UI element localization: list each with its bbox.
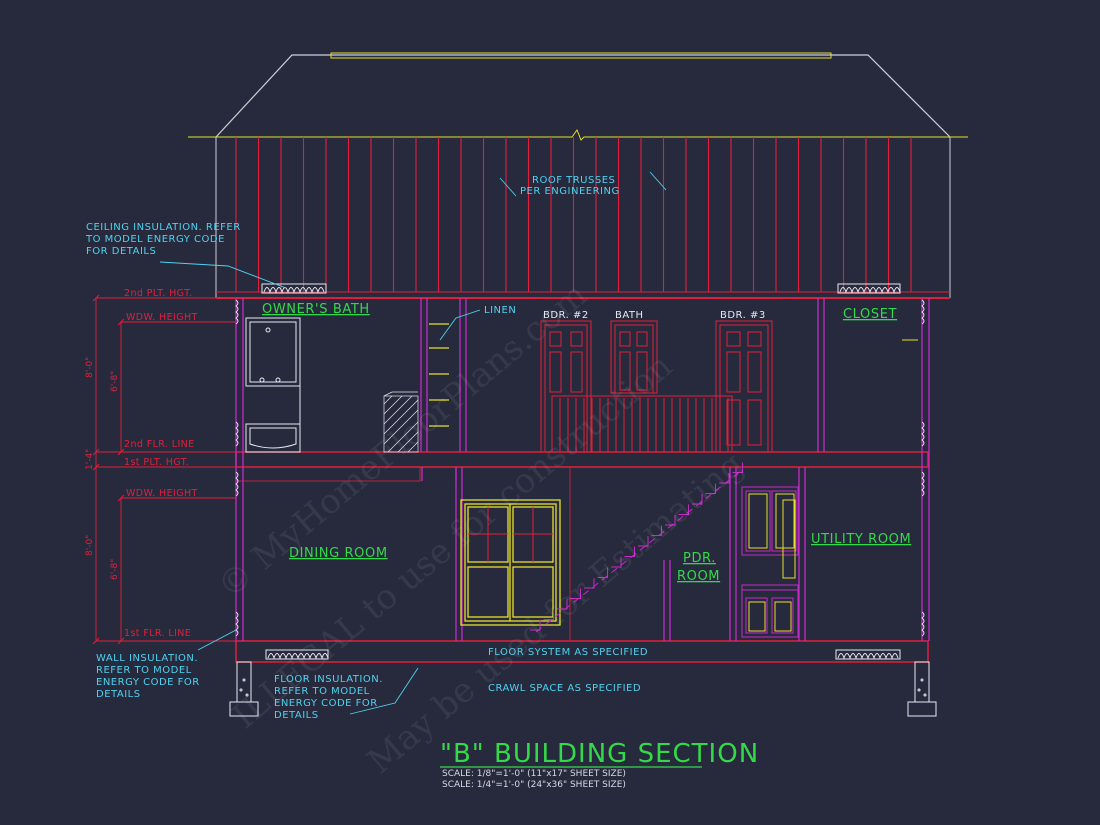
room-label-closet: CLOSET <box>843 307 897 322</box>
bedroom-doors <box>540 320 773 453</box>
note-floor-ins-4: DETAILS <box>274 710 319 721</box>
stair-step <box>597 567 608 578</box>
exterior-walls <box>235 298 930 641</box>
note-floor-ins-3: ENERGY CODE FOR <box>274 698 378 709</box>
note-floor-ins-1: FLOOR INSULATION. <box>274 674 383 685</box>
note-roof-trusses-2: PER ENGINEERING <box>520 186 620 197</box>
dim-lower-total: 8'-0" <box>85 535 95 556</box>
dim-upper-wdw: 6'-8" <box>110 371 120 392</box>
dim-lower-wdw: 6'-8" <box>110 559 120 580</box>
note-linen: LINEN <box>484 305 516 316</box>
note-floor-system: FLOOR SYSTEM AS SPECIFIED <box>488 647 648 658</box>
stair-step <box>732 462 743 473</box>
watermark-line-3: May be used for Estimating <box>360 444 751 782</box>
note-crawl-space: CRAWL SPACE AS SPECIFIED <box>488 683 641 694</box>
stair-step <box>651 525 662 536</box>
stair-rail-hatch <box>383 391 419 453</box>
wall-insulation-marks <box>235 299 925 637</box>
note-wall-2: REFER TO MODEL <box>96 665 192 676</box>
stair-railing <box>551 395 733 453</box>
stair-step <box>705 483 716 494</box>
stair-line <box>535 469 743 633</box>
room-label-bath: BATH <box>615 310 644 321</box>
dim-floor-depth: 1'-4" <box>85 449 95 470</box>
stair-step <box>719 473 730 484</box>
utility-cabinets <box>741 486 799 638</box>
ceiling-insulation-batts <box>261 283 901 294</box>
room-label-pdr-2: ROOM <box>677 569 720 584</box>
level-1st-flr: 1st FLR. LINE <box>124 628 191 639</box>
leader-lines <box>159 171 667 715</box>
roof-truss-webs <box>235 137 912 292</box>
stair-step <box>638 536 649 547</box>
room-label-owners-bath: OWNER'S BATH <box>262 302 370 317</box>
stair-step <box>611 557 622 568</box>
stair-step <box>584 578 595 589</box>
level-2nd-plt: 2nd PLT. HGT. <box>124 288 193 299</box>
lower-floor-interior <box>421 462 806 641</box>
roof <box>188 52 968 299</box>
foundation-footings <box>229 661 937 717</box>
staircase-steps <box>530 462 743 631</box>
scale-note-1: SCALE: 1/8"=1'-0" (11"x17" SHEET SIZE) <box>442 769 626 779</box>
stair-step <box>557 599 568 610</box>
stair-step <box>570 588 581 599</box>
stair-step <box>678 504 689 515</box>
stair-step <box>665 515 676 526</box>
upper-floor-interior <box>245 298 918 453</box>
note-wall-4: DETAILS <box>96 689 141 700</box>
scale-note-2: SCALE: 1/4"=1'-0" (24"x36" SHEET SIZE) <box>442 780 626 790</box>
room-label-bdr3: BDR. #3 <box>720 310 766 321</box>
floor-insulation-batts <box>265 649 901 660</box>
dim-upper-total: 8'-0" <box>85 357 95 378</box>
stair-step <box>543 609 554 620</box>
level-1st-plt: 1st PLT. HGT. <box>124 457 189 468</box>
note-ceiling-1: CEILING INSULATION. REFER <box>86 222 241 233</box>
stair-step <box>692 494 703 505</box>
bath-fixtures <box>245 317 301 453</box>
level-lines <box>92 294 236 645</box>
level-1st-wdw: WDW. HEIGHT <box>126 488 198 499</box>
drawing-title: "B" BUILDING SECTION <box>440 739 759 769</box>
level-2nd-wdw: WDW. HEIGHT <box>126 312 198 323</box>
room-label-pdr-1: PDR. <box>683 551 716 566</box>
linen-shelves <box>429 323 449 427</box>
note-wall-1: WALL INSULATION. <box>96 653 198 664</box>
room-label-dining: DINING ROOM <box>289 546 388 561</box>
level-2nd-flr: 2nd FLR. LINE <box>124 439 195 450</box>
note-ceiling-2: TO MODEL ENERGY CODE <box>85 234 225 245</box>
note-floor-ins-2: REFER TO MODEL <box>274 686 370 697</box>
room-label-bdr2: BDR. #2 <box>543 310 589 321</box>
stair-step <box>530 620 541 631</box>
room-label-utility: UTILITY ROOM <box>811 532 911 547</box>
note-wall-3: ENERGY CODE FOR <box>96 677 200 688</box>
stair-step <box>624 546 635 557</box>
note-ceiling-3: FOR DETAILS <box>86 246 156 257</box>
note-roof-trusses-1: ROOF TRUSSES <box>532 175 615 186</box>
